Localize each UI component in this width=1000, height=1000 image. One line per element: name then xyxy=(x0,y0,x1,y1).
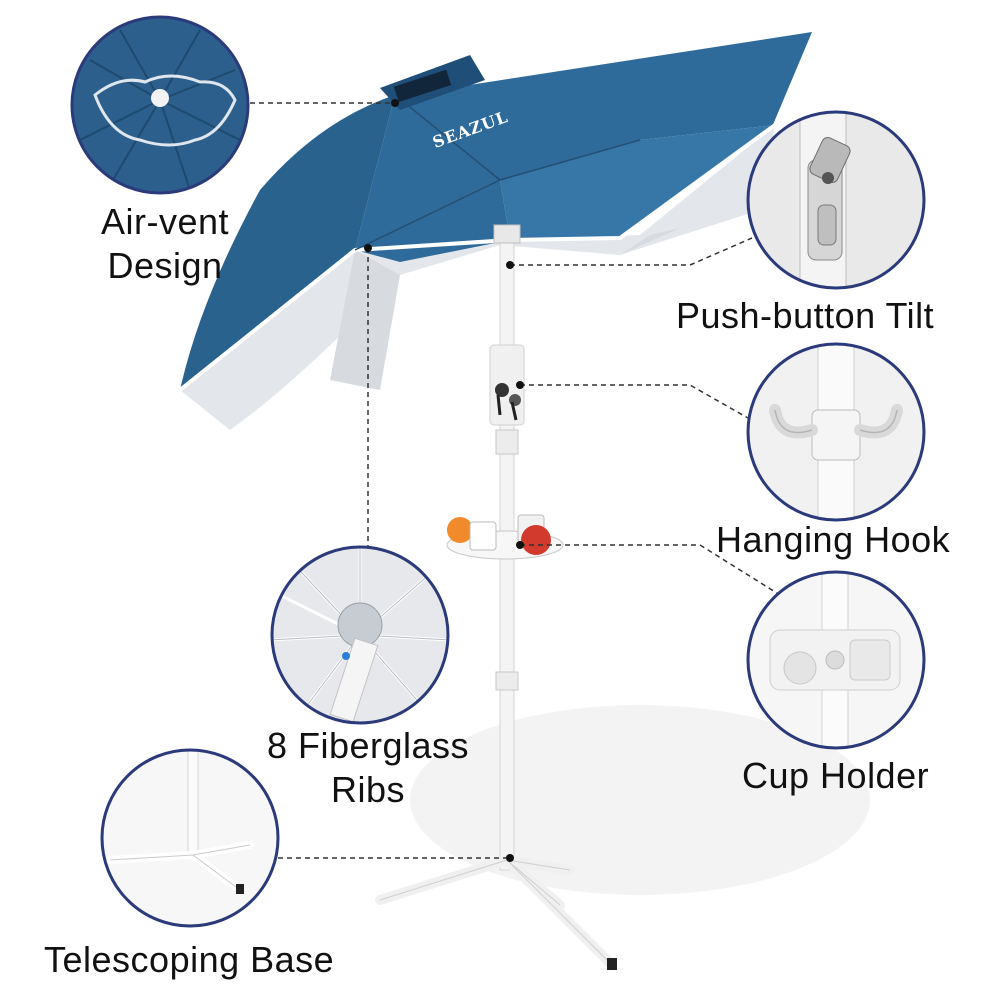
hanging-hook-label: Hanging Hook xyxy=(716,519,951,560)
label-line: Air-vent xyxy=(100,201,230,242)
telescoping-base-detail xyxy=(100,748,280,928)
telescoping-base-label: Telescoping Base xyxy=(44,939,335,980)
air-vent-label: Air-vent Design xyxy=(70,200,260,288)
leader-dots xyxy=(364,99,524,862)
push-button-tilt-label: Push-button Tilt xyxy=(676,295,935,336)
label-line: Ribs xyxy=(330,769,406,810)
leader-lines xyxy=(250,102,781,859)
air-vent-detail xyxy=(70,15,250,195)
push-button-tilt-detail xyxy=(746,110,926,290)
umbrella-pole xyxy=(375,224,617,970)
label-line: 8 Fiberglass xyxy=(266,725,470,766)
fiberglass-ribs-detail xyxy=(270,545,450,725)
label-line: Design xyxy=(107,245,223,286)
cup-holder-detail xyxy=(746,570,926,750)
fiberglass-ribs-label: 8 Fiberglass Ribs xyxy=(248,724,488,812)
floor-shadow xyxy=(410,705,870,895)
cup-holder-label: Cup Holder xyxy=(742,755,930,796)
hanging-hook-detail xyxy=(746,342,926,522)
umbrella-canopy xyxy=(178,28,817,430)
